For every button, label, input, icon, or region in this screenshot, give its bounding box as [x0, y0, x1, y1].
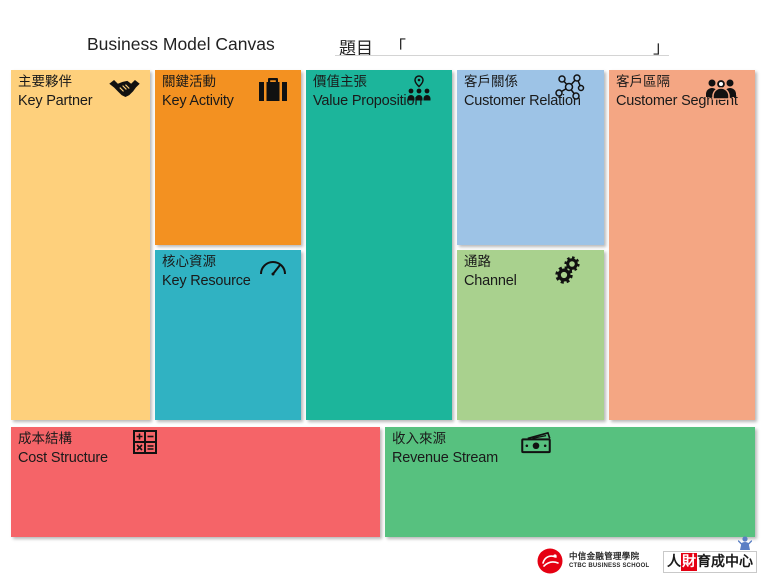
cost-structure-label-en: Cost Structure: [18, 450, 108, 466]
cost-structure-label-zh: 成本結構: [18, 431, 72, 447]
briefcase-icon: [259, 78, 287, 101]
talent-center-label: 人財育成中心: [663, 551, 757, 573]
talent-center-highlight: 財: [681, 553, 697, 571]
topic-underline: [335, 55, 669, 56]
people-location-icon: [407, 75, 431, 101]
revenue-stream-label-zh: 收入來源: [392, 431, 446, 447]
revenue-stream-block: 收入來源 Revenue Stream: [385, 427, 755, 537]
customer-segment-block: 客戶區隔 Customer Segment: [609, 70, 755, 420]
topic-bracket-open: 「: [389, 38, 406, 58]
school-name-en: CTBC BUSINESS SCHOOL: [569, 563, 650, 569]
network-icon: [555, 74, 585, 100]
calculator-icon: [133, 430, 157, 454]
talent-center-prefix: 人: [667, 554, 681, 570]
cash-icon: [521, 431, 551, 454]
key-activity-block: 關鍵活動 Key Activity: [155, 70, 301, 245]
key-partner-block: 主要夥伴 Key Partner: [11, 70, 150, 420]
key-resource-label-en: Key Resource: [162, 273, 251, 289]
key-resource-label-zh: 核心資源: [162, 254, 216, 270]
channel-label-en: Channel: [464, 273, 517, 289]
customer-relation-label-en: Customer Relation: [464, 93, 581, 109]
ctbc-logo-icon: [537, 548, 563, 574]
gauge-icon: [260, 261, 286, 276]
channel-label-zh: 通路: [464, 254, 491, 270]
channel-block: 通路 Channel: [457, 250, 604, 420]
talent-center-suffix: 育成中心: [697, 554, 753, 570]
gears-icon: [555, 256, 580, 284]
customer-segment-label-zh: 客戶區隔: [616, 74, 670, 90]
revenue-stream-label-en: Revenue Stream: [392, 450, 499, 466]
cost-structure-block: 成本結構 Cost Structure: [11, 427, 380, 537]
customer-relation-block: 客戶關係 Customer Relation: [457, 70, 604, 245]
slide-title: Business Model Canvas: [87, 34, 275, 54]
topic-label: 題目: [339, 39, 373, 59]
value-proposition-block: 價值主張 Value Proposition: [306, 70, 452, 420]
user-group-icon: [706, 78, 736, 100]
key-activity-label-zh: 關鍵活動: [162, 74, 216, 90]
person-icon: [738, 536, 752, 550]
value-proposition-label-zh: 價值主張: [313, 74, 367, 90]
topic-bracket-close: 」: [653, 38, 670, 58]
school-name-zh: 中信金融管理學院: [569, 552, 640, 562]
key-activity-label-en: Key Activity: [162, 93, 234, 109]
value-proposition-label-en: Value Proposition: [313, 93, 423, 109]
handshake-icon: [109, 79, 140, 98]
key-partner-label-en: Key Partner: [18, 93, 93, 109]
key-resource-block: 核心資源 Key Resource: [155, 250, 301, 420]
customer-relation-label-zh: 客戶關係: [464, 74, 518, 90]
key-partner-label-zh: 主要夥伴: [18, 74, 72, 90]
